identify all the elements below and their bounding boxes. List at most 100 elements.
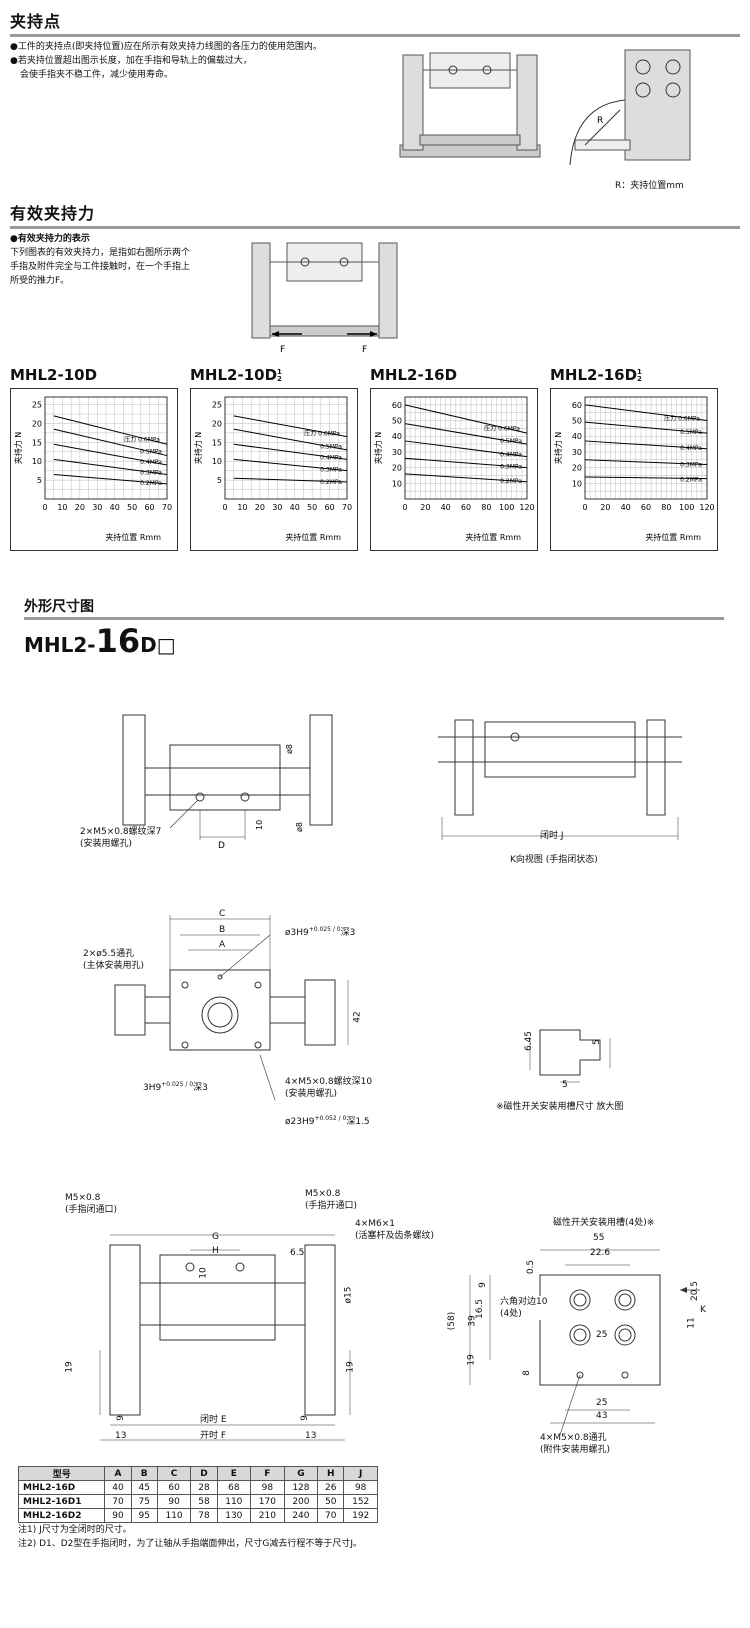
y-axis-label: 夹持力 N	[193, 432, 203, 465]
x-tick-label: 70	[162, 503, 172, 512]
table-cell: 58	[190, 1494, 218, 1509]
y-tick-label: 30	[572, 448, 582, 457]
x-tick-label: 20	[255, 503, 265, 512]
thread-callout: 4×M5×0.8螺纹深10 (安装用螺孔)	[285, 1076, 372, 1100]
dim-view-front	[114, 915, 349, 1101]
series-line	[53, 415, 168, 445]
series-label: 0.5MPa	[140, 448, 162, 455]
series-label: 0.2MPa	[500, 478, 522, 485]
x-tick-label: 40	[441, 503, 451, 512]
x-tick-label: 30	[272, 503, 282, 512]
x-tick-label: 0	[402, 503, 407, 512]
series-line	[233, 443, 348, 460]
plot-frame	[44, 396, 168, 500]
series-line	[404, 457, 528, 469]
text-line: 手指及附件完全与工件接触时，在一个手指上	[10, 262, 191, 272]
dim-9-label: 9	[299, 1415, 310, 1421]
dim-19-label: 19	[466, 1354, 477, 1366]
model-cell: MHL2-16D2	[17, 1508, 106, 1523]
x-tick-label: 0	[582, 503, 587, 512]
y-tick-label: 25	[32, 401, 42, 410]
table-header: B	[130, 1466, 158, 1481]
dim-5-label: 5	[562, 1080, 568, 1090]
series-label: 0.2MPa	[320, 479, 342, 486]
series-name: 0.6MPa	[498, 425, 520, 432]
x-tick-label: 40	[110, 503, 120, 512]
series-line	[584, 476, 708, 480]
x-tick-label: 120	[519, 503, 534, 512]
dim-view-end	[469, 1249, 700, 1436]
dim-5-label: 5	[591, 1039, 602, 1045]
dim-9-label: 9	[115, 1415, 126, 1421]
series-line	[53, 473, 168, 485]
dim-19-label: 19	[64, 1361, 75, 1373]
table-header: G	[283, 1466, 319, 1481]
x-tick-label: 0	[222, 503, 227, 512]
y-tick-label: 15	[212, 438, 222, 447]
dim-65-label: 6.5	[290, 1248, 305, 1258]
x-tick-label: 40	[290, 503, 300, 512]
model-suffix: D□	[140, 633, 176, 657]
y-tick-label: 50	[572, 417, 582, 426]
r-label: R	[597, 116, 603, 126]
dim-view-side	[99, 1234, 351, 1441]
effective-force-text: ●有效夹持力的表示 下列图表的有效夹持力，是指如右图所示两个 手指及附件完全与工…	[10, 232, 230, 288]
callout-line: M5×0.8	[65, 1193, 101, 1203]
series-label: 0.2MPa	[140, 480, 162, 487]
text-line: 下列图表的有效夹持力，是指如右图所示两个	[10, 248, 191, 258]
dim-25-label: 25	[596, 1398, 608, 1408]
text-line: 所受的推力F。	[10, 276, 70, 286]
table-header: E	[216, 1466, 252, 1481]
x-axis-label: 夹持位置 Rmm	[465, 532, 521, 542]
plot-frame	[584, 396, 708, 500]
series-label: 0.5MPa	[320, 444, 342, 451]
bullet-line: ●若夹持位置超出图示长度，加在手指和导轨上的偏载过大，	[10, 56, 252, 66]
x-tick-label: 100	[679, 503, 694, 512]
table-header: D	[190, 1466, 218, 1481]
y-tick-label: 20	[392, 464, 402, 473]
table-cell: 90	[104, 1508, 132, 1523]
x-tick-label: 60	[461, 503, 471, 512]
table-cell: 110	[216, 1494, 252, 1509]
table-cell: 90	[156, 1494, 192, 1509]
y-tick-label: 30	[392, 448, 402, 457]
table-cell: 130	[216, 1508, 252, 1523]
model-heading: MHL2-16D□	[24, 622, 176, 660]
pressure-prefix: 压力	[484, 424, 496, 432]
x-tick-label: 30	[92, 503, 102, 512]
table-cell: 26	[317, 1480, 345, 1495]
series-line	[404, 473, 528, 483]
series-line	[584, 421, 708, 434]
x-axis-label: 夹持位置 Rmm	[645, 532, 701, 542]
model-cell: MHL2-16D	[17, 1480, 106, 1495]
table-cell: 210	[250, 1508, 285, 1523]
x-tick-label: 60	[641, 503, 651, 512]
dim-55-label: 55	[593, 1233, 605, 1243]
dim-g-label: G	[212, 1232, 219, 1242]
dimensions-section: 外形尺寸图	[24, 596, 724, 620]
hole1-callout: ø3H9+0.025 / 0深3	[285, 926, 356, 938]
y-axis-label: 夹持力 N	[13, 432, 23, 465]
y-tick-label: 10	[212, 457, 222, 466]
callout-line: 4×M5×0.8螺纹深10	[285, 1077, 373, 1087]
clamp-point-bullets: ●工件的夹持点(即夹持位置)应在所示有效夹持力线图的各压力的使用范围内。 ●若夹…	[10, 40, 390, 82]
bullet-line: 会使手指夹不稳工件，减少使用寿命。	[20, 70, 174, 80]
table-cell: 152	[343, 1494, 378, 1509]
table-cell: 45	[130, 1480, 158, 1495]
table-cell: 128	[283, 1480, 319, 1495]
dim-19-label: 19	[345, 1361, 356, 1373]
series-label: 0.5MPa	[500, 438, 522, 445]
dim-42-label: 42	[352, 1011, 363, 1023]
series-label: 0.3MPa	[140, 469, 162, 476]
table-header: C	[156, 1466, 192, 1481]
callout-line: (主体安装用孔)	[83, 961, 145, 971]
